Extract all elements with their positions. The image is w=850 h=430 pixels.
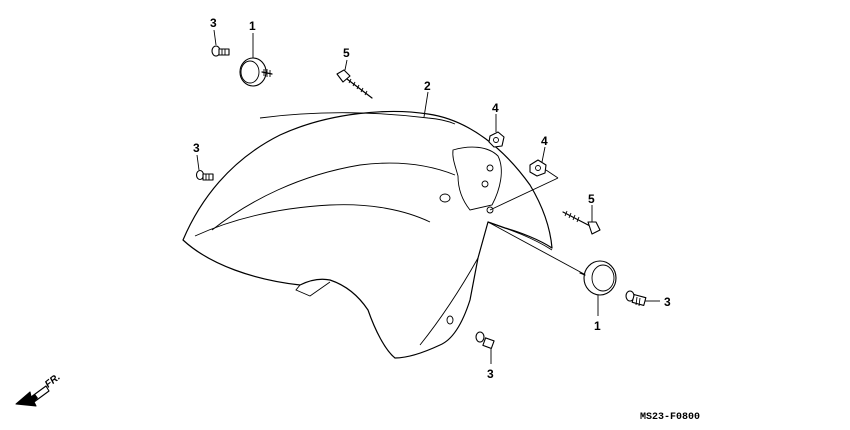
callouts: 1 3 5 2 3 4 4 5 1 3 3 xyxy=(193,16,671,381)
callout-screw-top: 3 xyxy=(210,16,217,30)
callout-nut-lower: 4 xyxy=(541,134,548,148)
front-fender xyxy=(182,110,553,359)
callout-nut-upper: 4 xyxy=(492,101,499,115)
callout-reflector-right: 1 xyxy=(594,319,601,333)
nut-lower xyxy=(529,159,547,177)
screw-top xyxy=(211,45,230,57)
bolt-right xyxy=(562,210,601,235)
callout-screw-left: 3 xyxy=(193,141,200,155)
screw-left xyxy=(195,169,214,181)
reflector-top xyxy=(239,57,273,87)
screw-bottom xyxy=(475,331,495,350)
callout-bolt-right: 5 xyxy=(588,192,595,206)
callout-fender: 2 xyxy=(424,79,431,93)
reflector-right xyxy=(579,260,617,296)
callout-reflector-top: 1 xyxy=(249,19,256,33)
nut-upper xyxy=(488,131,505,148)
callout-screw-bottom: 3 xyxy=(487,367,494,381)
callout-bolt-top: 5 xyxy=(343,46,350,60)
callout-screw-right: 3 xyxy=(664,295,671,309)
front-direction-arrow-icon: FR. xyxy=(15,372,63,407)
screw-right xyxy=(625,290,647,307)
bolt-top xyxy=(336,69,373,99)
leader-lines xyxy=(196,29,660,364)
diagram-code: MS23-F0800 xyxy=(640,412,700,423)
